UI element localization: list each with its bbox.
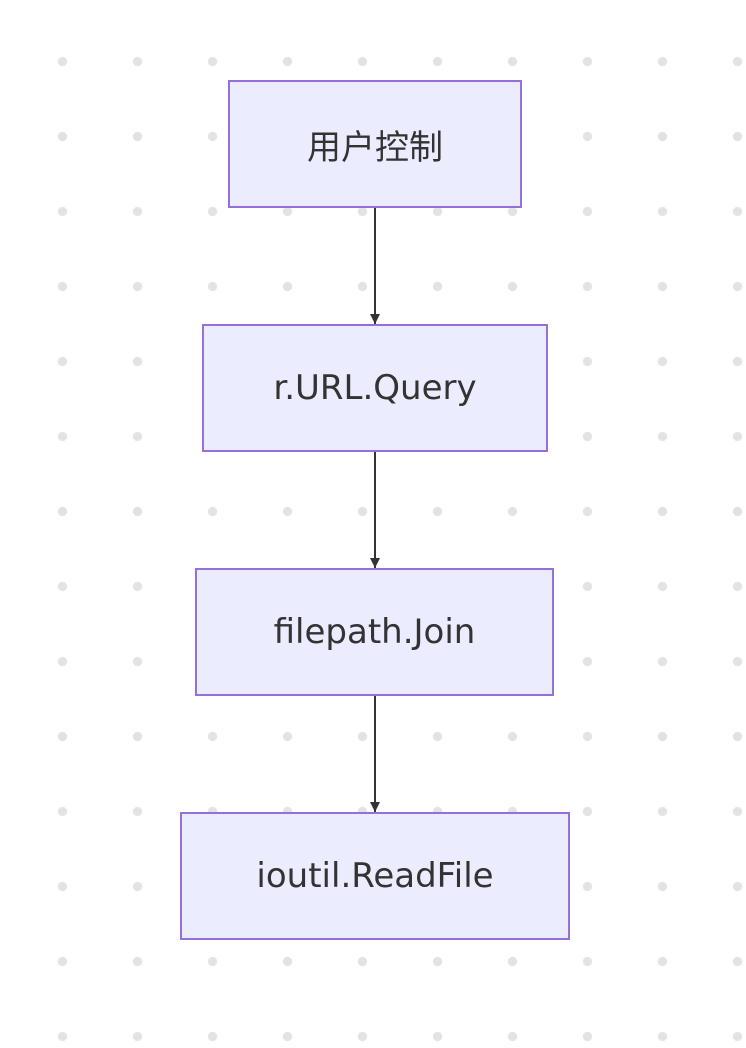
node-label: 用户控制 [307, 127, 443, 168]
node-filepath-join[interactable]: filepath.Join [195, 568, 554, 696]
node-label: ioutil.ReadFile [256, 856, 494, 896]
node-label: r.URL.Query [273, 368, 477, 408]
node-user-control[interactable]: 用户控制 [228, 80, 522, 208]
node-label: filepath.Join [273, 612, 476, 652]
node-url-query[interactable]: r.URL.Query [202, 324, 548, 452]
node-ioutil-readfile[interactable]: ioutil.ReadFile [180, 812, 570, 940]
